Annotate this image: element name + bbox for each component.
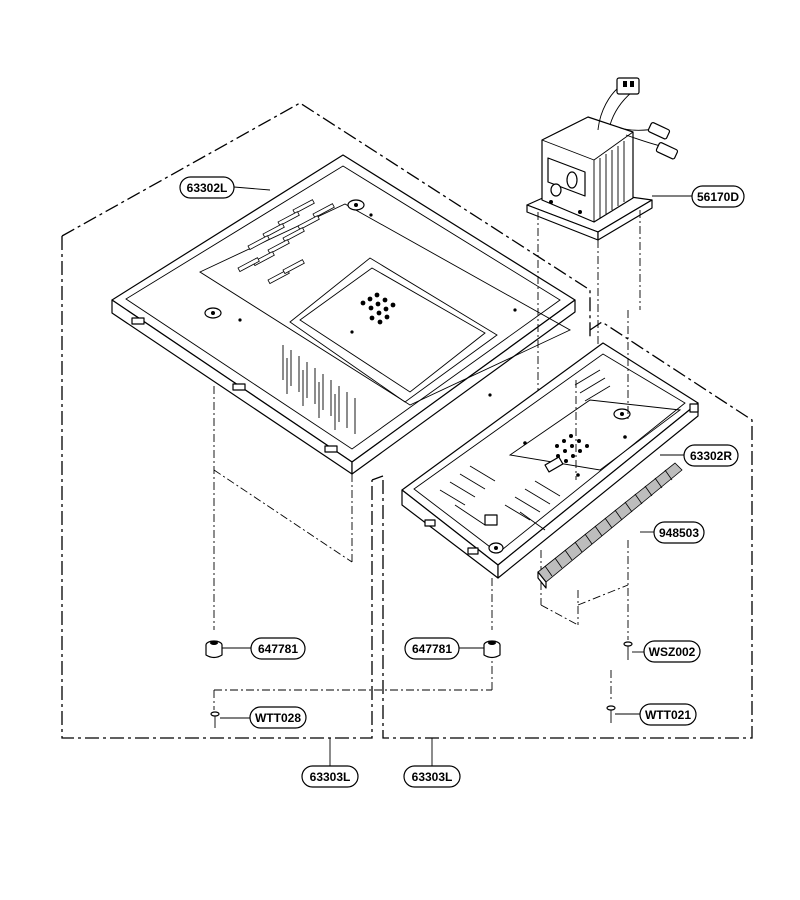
right-base-plate <box>401 342 699 579</box>
left-base-plate <box>111 154 576 475</box>
label-foot-right: 647781 <box>404 637 460 660</box>
label-assembly-left: 63303L <box>301 765 359 788</box>
label-filter-strip: 948503 <box>653 521 705 544</box>
transformer <box>526 77 679 241</box>
svg-text:WTT021: WTT021 <box>645 708 691 722</box>
label-plate-left: 63302L <box>179 176 235 199</box>
vent-slots-upper <box>237 199 335 285</box>
foot-left <box>205 640 223 659</box>
label-assembly-right: 63303L <box>403 765 461 788</box>
svg-text:WSZ002: WSZ002 <box>649 645 696 659</box>
assembly-boundary-right <box>371 321 753 739</box>
svg-text:63302L: 63302L <box>187 181 228 195</box>
label-plate-right: 63302R <box>683 444 739 467</box>
right-plate-projection <box>491 310 629 702</box>
label-screw-right: WTT021 <box>639 703 697 726</box>
svg-text:63302R: 63302R <box>690 449 732 463</box>
vent-louvers-side <box>282 345 356 434</box>
svg-text:63303L: 63303L <box>412 770 453 784</box>
svg-text:63303L: 63303L <box>310 770 351 784</box>
filter-strip <box>537 462 683 589</box>
assembly-boundary-left <box>61 102 591 739</box>
label-screw-wsz: WSZ002 <box>643 640 701 663</box>
screw-right-icon <box>606 705 616 723</box>
label-screw-left: WTT028 <box>249 706 307 729</box>
label-foot-left: 647781 <box>250 637 306 660</box>
svg-text:647781: 647781 <box>258 642 298 656</box>
label-transformer: 56170D <box>691 185 745 208</box>
screw-left-icon <box>210 711 220 728</box>
leader-lines <box>220 186 692 766</box>
transformer-projection <box>537 210 641 440</box>
screw-wsz-icon <box>623 641 633 660</box>
svg-text:WTT028: WTT028 <box>255 711 301 725</box>
right-plate-vents <box>439 369 611 531</box>
left-plate-projection <box>213 386 493 710</box>
svg-text:948503: 948503 <box>659 526 699 540</box>
vent-dot-grid <box>360 292 396 325</box>
svg-text:56170D: 56170D <box>697 190 739 204</box>
right-plate-dot-grid <box>555 434 589 463</box>
svg-text:647781: 647781 <box>412 642 452 656</box>
foot-right <box>483 640 501 659</box>
